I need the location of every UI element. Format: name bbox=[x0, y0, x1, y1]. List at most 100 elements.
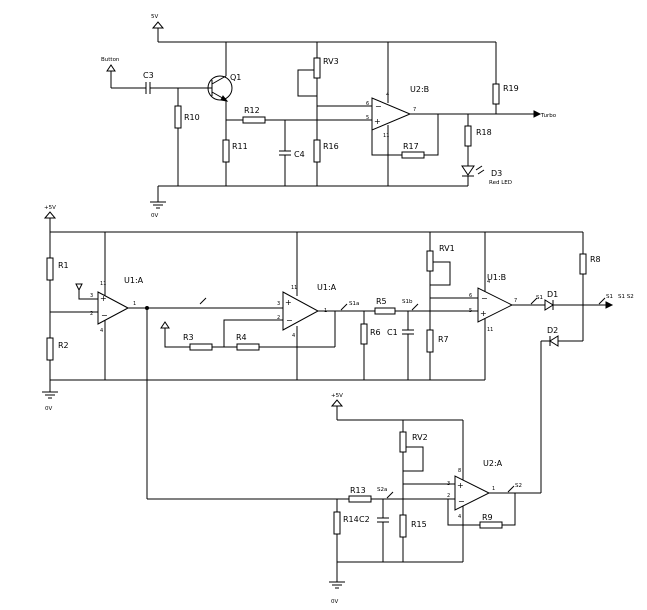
potentiometer-rv3 bbox=[313, 57, 321, 79]
r14-label: R14 bbox=[343, 515, 359, 524]
resistor-r15 bbox=[399, 514, 407, 538]
r8-label: R8 bbox=[590, 255, 601, 264]
resistor-r7 bbox=[426, 329, 434, 353]
s1s2-output-arrow bbox=[605, 301, 614, 309]
turbo-output-arrow bbox=[533, 110, 542, 118]
r17-label: R17 bbox=[403, 142, 419, 151]
c1-label: C1 bbox=[387, 328, 398, 337]
svg-text:5: 5 bbox=[469, 308, 472, 314]
probe-s1b: S1b bbox=[402, 299, 413, 305]
resistor-r3 bbox=[189, 343, 213, 351]
c3-label: C3 bbox=[143, 71, 154, 80]
svg-text:−: − bbox=[458, 497, 465, 506]
svg-text:−: − bbox=[101, 311, 108, 320]
transistor-q1: Q1 bbox=[207, 73, 241, 102]
svg-text:4: 4 bbox=[100, 328, 103, 334]
d3-description: Red LED bbox=[489, 180, 512, 186]
resistor-r17 bbox=[401, 151, 425, 159]
svg-text:11: 11 bbox=[291, 285, 297, 291]
resistor-r9 bbox=[479, 521, 503, 529]
probe-s1-out: S1 bbox=[606, 294, 613, 300]
resistor-r4 bbox=[236, 343, 260, 351]
r3-label: R3 bbox=[183, 333, 194, 342]
u2a-label: U2:A bbox=[483, 459, 503, 468]
r19-label: R19 bbox=[503, 84, 519, 93]
svg-text:+: + bbox=[480, 309, 487, 318]
u1a-2-label: U1:A bbox=[317, 283, 337, 292]
svg-text:−: − bbox=[375, 102, 382, 111]
svg-text:8: 8 bbox=[458, 468, 461, 474]
svg-text:3: 3 bbox=[277, 301, 280, 307]
svg-text:+: + bbox=[285, 298, 292, 307]
resistor-r16 bbox=[313, 139, 321, 163]
comparator-circuit: +5V R1 R2 0V + − 3 2 1 11 4 U1:A bbox=[42, 205, 634, 499]
opamp-u1b: − + 6 5 7 4 11 U1:B bbox=[469, 273, 517, 333]
s1s2-label: S1 S2 bbox=[618, 294, 634, 300]
r9-label: R9 bbox=[482, 513, 493, 522]
svg-text:−: − bbox=[286, 316, 293, 325]
r1-label: R1 bbox=[58, 261, 69, 270]
supply-5v-mid-label: +5V bbox=[44, 205, 56, 211]
timer-circuit: +5V RV2 R13 S2a R14 C2 R15 bbox=[147, 393, 542, 605]
svg-text:3: 3 bbox=[90, 293, 93, 299]
svg-text:1: 1 bbox=[492, 486, 495, 492]
svg-text:2: 2 bbox=[90, 311, 93, 317]
r6-label: R6 bbox=[370, 328, 381, 337]
r13-label: R13 bbox=[350, 486, 366, 495]
svg-text:4: 4 bbox=[292, 333, 295, 339]
r11-label: R11 bbox=[232, 142, 248, 151]
r12-label: R12 bbox=[244, 106, 260, 115]
svg-text:−: − bbox=[481, 294, 488, 303]
ground-mid-label: 0V bbox=[45, 406, 52, 412]
resistor-r2 bbox=[46, 337, 54, 361]
rv2-label: RV2 bbox=[412, 433, 428, 442]
potentiometer-rv1 bbox=[426, 250, 434, 272]
svg-text:4: 4 bbox=[487, 279, 490, 285]
u1a-1-label: U1:A bbox=[124, 276, 144, 285]
resistor-r6 bbox=[360, 323, 368, 345]
svg-text:2: 2 bbox=[447, 493, 450, 499]
probe-s1: S1 bbox=[536, 295, 543, 301]
capacitor-c3: C3 bbox=[143, 71, 154, 94]
d2-label: D2 bbox=[547, 326, 558, 335]
button-input: Button bbox=[101, 57, 120, 88]
r4-label: R4 bbox=[236, 333, 247, 342]
svg-text:4: 4 bbox=[458, 514, 461, 520]
potentiometer-rv2 bbox=[399, 431, 407, 453]
svg-text:6: 6 bbox=[469, 293, 472, 299]
r15-label: R15 bbox=[411, 520, 427, 529]
capacitor-c4 bbox=[279, 150, 291, 156]
supply-5v-top-label: 5V bbox=[151, 14, 158, 20]
opamp-u2b: − + 6 5 7 4 11 U2:B bbox=[366, 85, 429, 139]
diode-d2 bbox=[549, 335, 559, 347]
ground-bottom-label: 0V bbox=[331, 599, 338, 605]
svg-text:+: + bbox=[100, 294, 107, 303]
resistor-r1 bbox=[46, 257, 54, 281]
svg-text:1: 1 bbox=[133, 301, 136, 307]
r5-label: R5 bbox=[376, 297, 387, 306]
rv1-label: RV1 bbox=[439, 244, 455, 253]
probe-s2: S2 bbox=[515, 483, 522, 489]
d3-label: D3 bbox=[491, 169, 502, 178]
svg-text:11: 11 bbox=[487, 327, 493, 333]
q1-label: Q1 bbox=[230, 73, 241, 82]
probe-s1a: S1a bbox=[349, 301, 359, 307]
c2-label: C2 bbox=[359, 515, 370, 524]
svg-text:6: 6 bbox=[366, 101, 369, 107]
svg-text:11: 11 bbox=[383, 133, 389, 139]
supply-5v-top: 5V bbox=[151, 14, 165, 42]
resistor-r10 bbox=[174, 105, 182, 129]
r18-label: R18 bbox=[476, 128, 492, 137]
svg-text:7: 7 bbox=[413, 107, 416, 113]
r10-label: R10 bbox=[184, 113, 200, 122]
svg-text:+: + bbox=[457, 481, 464, 490]
opamp-u1a-1: + − 3 2 1 11 4 U1:A bbox=[90, 276, 144, 334]
svg-text:2: 2 bbox=[277, 315, 280, 321]
u2b-label: U2:B bbox=[410, 85, 429, 94]
svg-text:5: 5 bbox=[366, 115, 369, 121]
rv3-label: RV3 bbox=[323, 57, 339, 66]
u1b-label: U1:B bbox=[487, 273, 506, 282]
resistor-r8 bbox=[579, 253, 587, 275]
turbo-label: Turbo bbox=[540, 113, 557, 119]
